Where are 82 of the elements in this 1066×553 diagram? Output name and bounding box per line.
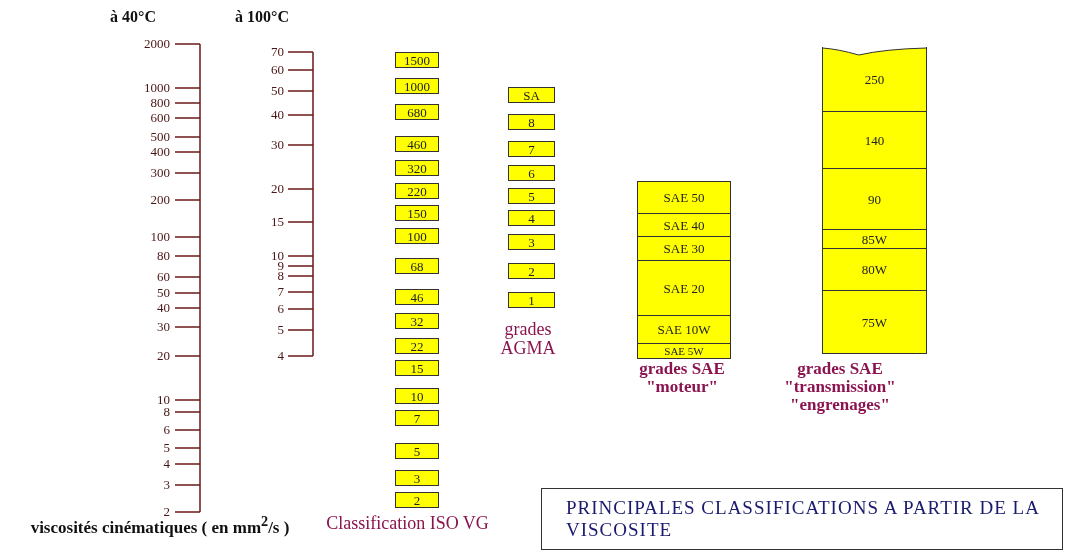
grade-band: SAE 10W — [637, 315, 731, 344]
grade-box: 5 — [508, 188, 555, 204]
grade-band: SAE 5W — [637, 343, 731, 359]
grade-box: 3 — [508, 234, 555, 250]
grade-box: 1 — [508, 292, 555, 308]
tick-label: 6 — [276, 302, 284, 315]
tick-label: 600 — [149, 111, 170, 124]
grade-band: 80W — [822, 248, 927, 291]
grade-box: 4 — [508, 210, 555, 226]
scale-caption: grades AGMA — [499, 320, 557, 358]
grade-box: 8 — [508, 114, 555, 130]
tick-label: 15 — [270, 215, 284, 228]
grade-box: 7 — [395, 410, 439, 426]
grade-box: 5 — [395, 443, 439, 459]
tick-label: 5 — [276, 323, 284, 336]
tick-label: 50 — [156, 286, 170, 299]
grade-box: SA — [508, 87, 555, 103]
tick-label: 2 — [162, 505, 170, 518]
grade-box: 1000 — [395, 78, 439, 94]
grade-box: 68 — [395, 258, 439, 274]
grade-box: 32 — [395, 313, 439, 329]
title-box: PRINCIPALES CLASSIFICATIONS A PARTIR DE LA VISCOSITE — [541, 488, 1063, 550]
grade-box: 22 — [395, 338, 439, 354]
tick-label: 3 — [162, 478, 170, 491]
tick-label: 7 — [276, 285, 284, 298]
tick-label: 60 — [270, 63, 284, 76]
tick-label: 30 — [270, 138, 284, 151]
tick-label: 2000 — [143, 37, 170, 50]
grade-band: 90 — [822, 168, 927, 230]
grade-box: 6 — [508, 165, 555, 181]
scale-caption: Classification ISO VG — [325, 514, 490, 533]
grade-band: SAE 30 — [637, 236, 731, 261]
tick-label: 4 — [162, 457, 170, 470]
grade-band: SAE 40 — [637, 213, 731, 237]
tick-label: 10 — [156, 393, 170, 406]
tick-label: 50 — [270, 84, 284, 97]
tick-label: 9 — [277, 259, 284, 272]
grade-box: 680 — [395, 104, 439, 120]
tick-label: 8 — [162, 405, 170, 418]
grade-box: 460 — [395, 136, 439, 152]
tick-label: 100 — [149, 230, 170, 243]
tick-label: 400 — [149, 145, 170, 158]
scale-caption: grades SAE "moteur" — [638, 360, 726, 396]
grade-box: 2 — [508, 263, 555, 279]
tick-label: 10 — [270, 249, 284, 262]
tick-label: 800 — [149, 96, 170, 109]
tick-label: 30 — [156, 320, 170, 333]
tick-label: 70 — [270, 45, 284, 58]
tick-label: 300 — [149, 166, 170, 179]
tick-label: 4 — [276, 349, 284, 362]
tick-label: 500 — [149, 130, 170, 143]
tick-label: 60 — [156, 270, 170, 283]
tick-label: 8 — [276, 269, 284, 282]
grade-box: 3 — [395, 470, 439, 486]
grade-box: 7 — [508, 141, 555, 157]
grade-band: 85W — [822, 229, 927, 249]
axis-heading: à 100°C — [235, 8, 290, 26]
tick-label: 20 — [270, 182, 284, 195]
tick-label: 80 — [156, 249, 170, 262]
grade-band: SAE 50 — [637, 181, 731, 214]
grade-box: 100 — [395, 228, 439, 244]
grade-box: 46 — [395, 289, 439, 305]
grade-band: 140 — [822, 111, 927, 169]
grade-box: 10 — [395, 388, 439, 404]
tick-label: 20 — [156, 349, 170, 362]
grade-box: 220 — [395, 183, 439, 199]
grade-band: 75W — [822, 290, 927, 354]
tick-label: 200 — [149, 193, 170, 206]
grade-box: 2 — [395, 492, 439, 508]
tick-label: 40 — [270, 108, 284, 121]
tick-label: 40 — [156, 301, 170, 314]
grade-box: 150 — [395, 205, 439, 221]
axis-heading: à 40°C — [110, 8, 157, 26]
tick-label: 6 — [162, 423, 170, 436]
grade-band: 250 — [822, 47, 927, 112]
grade-box: 320 — [395, 160, 439, 176]
tick-label: 1000 — [143, 81, 170, 94]
tick-label: 5 — [162, 441, 170, 454]
grade-box: 15 — [395, 360, 439, 376]
scale-caption: grades SAE "transmission" "engrenages" — [783, 360, 897, 414]
grade-box: 1500 — [395, 52, 439, 68]
grade-band: SAE 20 — [637, 260, 731, 316]
